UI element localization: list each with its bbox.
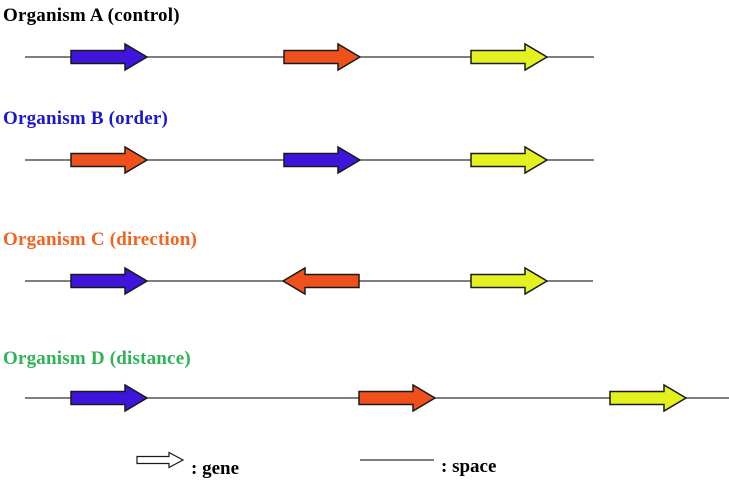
organism-c-label: Organism C (direction) <box>3 229 198 250</box>
gene-arrow <box>283 145 362 175</box>
legend-gene-arrow <box>136 451 185 469</box>
gene-arrow <box>70 145 149 175</box>
gene-arrow <box>358 383 437 413</box>
gene-arrow <box>70 42 149 72</box>
organism-a-label: Organism A (control) <box>3 5 180 26</box>
gene-arrow <box>283 42 362 72</box>
gene-arrow <box>281 266 360 296</box>
gene-arrow <box>70 383 149 413</box>
gene-arrow <box>470 145 549 175</box>
organism-d-label: Organism D (distance) <box>3 348 191 369</box>
gene-arrow <box>70 266 149 296</box>
gene-arrow <box>470 42 549 72</box>
gene-arrow <box>470 266 549 296</box>
legend-gene-label: : gene <box>191 458 240 479</box>
gene-arrow <box>609 383 688 413</box>
organism-b-label: Organism B (order) <box>3 108 169 129</box>
legend-space-label: : space <box>441 456 497 477</box>
